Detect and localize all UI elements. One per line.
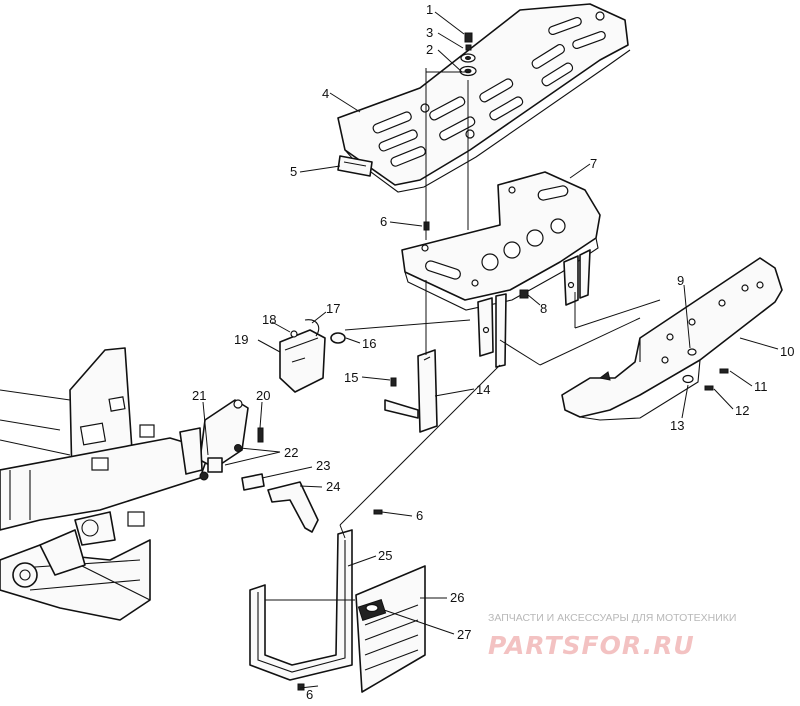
callout-24: 24 xyxy=(326,479,340,494)
callout-13: 13 xyxy=(670,418,684,433)
chassis-section xyxy=(0,347,211,621)
callout-27: 27 xyxy=(457,627,471,642)
callout-labels: 1 2 3 4 5 6 7 8 9 10 11 12 13 14 15 16 1… xyxy=(192,2,794,702)
assembly-lines xyxy=(265,68,661,601)
mud-flap-frame xyxy=(249,509,383,691)
mount-bracket xyxy=(179,399,265,491)
callout-6a: 6 xyxy=(380,214,387,229)
callout-14: 14 xyxy=(476,382,490,397)
callout-17: 17 xyxy=(326,301,340,316)
watermark-tagline: ЗАПЧАСТИ И АКСЕССУАРЫ ДЛЯ МОТОТЕХНИКИ xyxy=(488,612,736,624)
rack-reflector xyxy=(337,155,373,177)
watermark-logo: PARTSFOR.RU xyxy=(488,631,695,660)
callout-11: 11 xyxy=(754,379,768,394)
callout-10: 10 xyxy=(780,344,794,359)
rear-bumper xyxy=(561,257,783,421)
angle-bracket xyxy=(267,481,319,533)
callout-18: 18 xyxy=(262,312,276,327)
callout-9: 9 xyxy=(677,273,684,288)
callout-20: 20 xyxy=(256,388,270,403)
callout-19: 19 xyxy=(234,332,248,347)
callout-4: 4 xyxy=(322,86,329,101)
watermark: ЗАПЧАСТИ И АКСЕССУАРЫ ДЛЯ МОТОТЕХНИКИ PA… xyxy=(488,612,736,660)
callout-12: 12 xyxy=(735,403,749,418)
callout-3: 3 xyxy=(426,25,433,40)
rack-support-frame xyxy=(401,171,601,368)
callout-16: 16 xyxy=(362,336,376,351)
taillight-assembly xyxy=(279,319,346,393)
mud-flap xyxy=(355,565,426,693)
callout-23: 23 xyxy=(316,458,330,473)
callout-2: 2 xyxy=(426,42,433,57)
top-bolt-stack xyxy=(459,32,477,77)
callout-7: 7 xyxy=(590,156,597,171)
callout-5: 5 xyxy=(290,164,297,179)
callout-22: 22 xyxy=(284,445,298,460)
callout-8: 8 xyxy=(540,301,547,316)
callout-6c: 6 xyxy=(306,687,313,702)
callout-15: 15 xyxy=(344,370,358,385)
callout-25: 25 xyxy=(378,548,392,563)
callout-leaders xyxy=(202,11,779,689)
center-bracket xyxy=(384,349,438,433)
callout-1: 1 xyxy=(426,2,433,17)
callout-6b: 6 xyxy=(416,508,423,523)
callout-26: 26 xyxy=(450,590,464,605)
rack-slots xyxy=(372,11,606,167)
top-rack-plate xyxy=(337,3,631,193)
callout-21: 21 xyxy=(192,388,206,403)
